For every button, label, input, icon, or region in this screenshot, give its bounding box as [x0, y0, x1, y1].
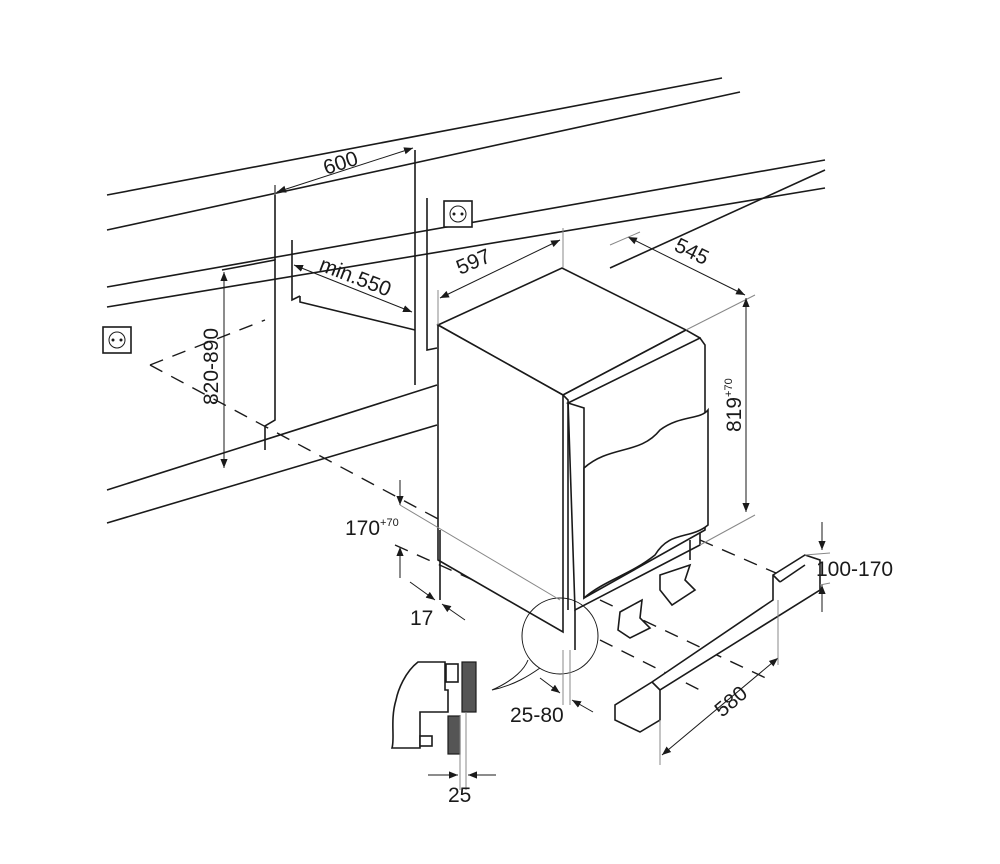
- dim-plinth-height: 170+70: [345, 517, 399, 540]
- dim-niche-height: 820-890: [200, 328, 223, 405]
- adjacent-cabinets: [221, 150, 438, 450]
- dimension-lines: [220, 147, 831, 779]
- dim-kickboard-height: 100-170: [816, 558, 893, 581]
- dim-niche-width: 600: [320, 147, 360, 180]
- dim-side-offset: 17: [410, 607, 433, 630]
- power-socket-icon: [443, 200, 473, 228]
- detail-callout: [390, 597, 599, 790]
- dim-kickboard-length: 580: [710, 682, 752, 722]
- power-socket-icon: [102, 326, 132, 354]
- airflow-arrow-icon: [617, 563, 697, 639]
- dim-door-thickness: 25: [448, 784, 471, 807]
- dim-appliance-depth: 545: [671, 234, 713, 270]
- fridge-appliance: [436, 267, 709, 650]
- dim-niche-depth: min.550: [316, 253, 394, 301]
- dim-appliance-height: 819+70: [723, 378, 746, 432]
- dim-door-offset: 25-80: [510, 704, 564, 727]
- floor-lines: [106, 384, 438, 524]
